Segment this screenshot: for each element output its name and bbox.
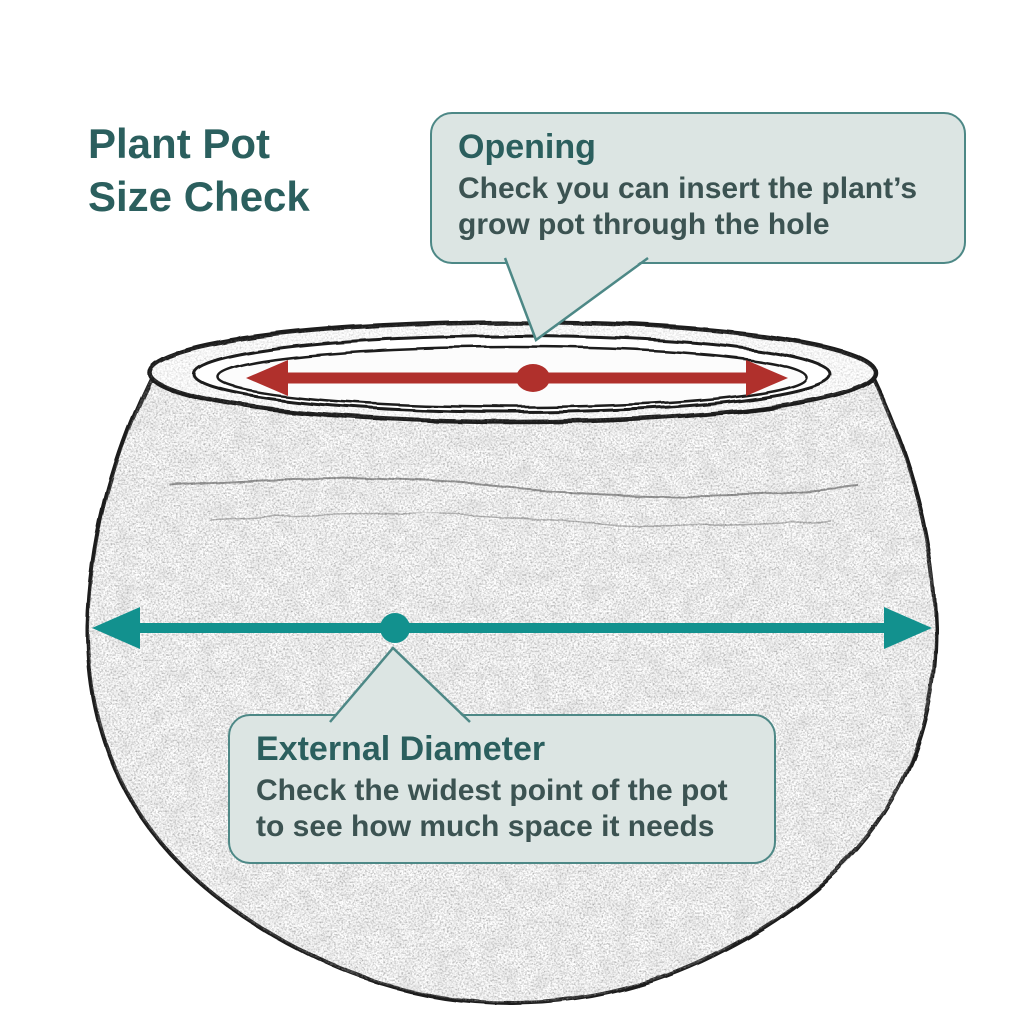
callout-opening: Opening Check you can insert the plant’s…: [430, 112, 966, 264]
pot-sketch-stroke: [209, 513, 831, 527]
page-title-line2: Size Check: [88, 172, 310, 220]
callout-external-body: Check the widest point of the pot to see…: [256, 773, 728, 844]
arrowhead-right-icon: [884, 607, 932, 649]
callout-external-heading: External Diameter: [256, 730, 546, 768]
callout-external-diameter: External Diameter Check the widest point…: [228, 714, 776, 864]
plant-pot-sketch: [85, 319, 939, 1006]
arrowhead-left-icon: [246, 360, 288, 396]
external-diameter-arrow: [92, 607, 932, 649]
arrowhead-right-icon: [746, 360, 788, 396]
arrowhead-left-icon: [92, 607, 140, 649]
callout-opening-body: Check you can insert the plant’s grow po…: [458, 171, 918, 242]
page-title: Plant Pot Size Check: [88, 118, 310, 223]
pot-body-shading: [87, 380, 937, 1003]
callout-opening-heading: Opening: [458, 128, 596, 166]
opening-diameter-arrow: [246, 360, 788, 396]
pot-sketch-stroke: [169, 477, 861, 498]
external-midpoint-dot: [380, 613, 410, 643]
page-title-line1: Plant Pot: [88, 120, 271, 167]
opening-midpoint-dot: [516, 364, 550, 392]
